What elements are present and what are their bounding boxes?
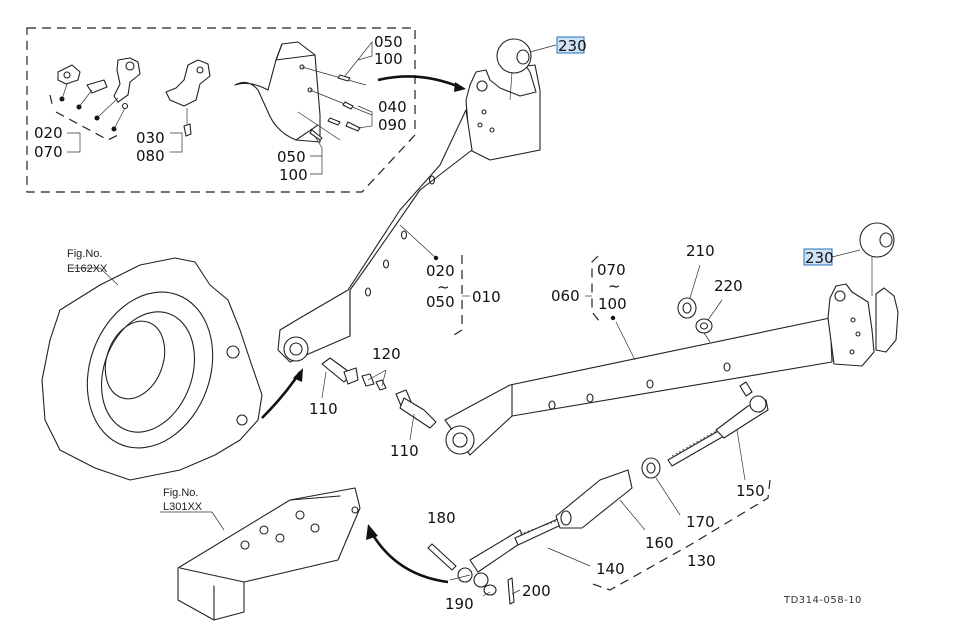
reference-arrow-housing: [261, 371, 302, 419]
svg-text:230: 230: [558, 37, 587, 55]
svg-text:230: 230: [805, 249, 834, 267]
fig-ref-l301xx: Fig.No. L301XX: [163, 487, 203, 513]
check-chain-assembly: [427, 381, 769, 605]
label-050-top: 050: [374, 33, 403, 51]
nut-210: [677, 264, 701, 319]
svg-text:Fig.No.: Fig.No.: [67, 248, 102, 260]
latch-parts-group: [49, 57, 141, 153]
label-100-arm: 100: [598, 295, 627, 313]
arrow-head-icon: [454, 82, 466, 92]
label-060: 060: [551, 287, 580, 305]
label-100-top: 100: [374, 50, 403, 68]
drawing-code: TD314-058-10: [783, 595, 862, 606]
label-020-inset: 020: [34, 124, 63, 142]
label-220: 220: [714, 277, 743, 295]
label-050-bottom: 050: [277, 148, 306, 166]
latch-assembly-group: [165, 59, 211, 153]
callout-230-right[interactable]: 230: [803, 248, 834, 267]
inset-label-group: 020 070 030 080 050 100 040 090 050 100: [34, 33, 407, 184]
label-110-a: 110: [309, 400, 338, 418]
leader-lines: [399, 224, 771, 597]
fig-ref-e162xx: Fig.No. E162XX: [67, 248, 108, 275]
reference-arrow-top: [377, 75, 463, 90]
left-lift-arm: [277, 64, 541, 363]
label-030: 030: [136, 129, 165, 147]
label-070-arm: 070: [597, 261, 626, 279]
label-040: 040: [378, 98, 407, 116]
label-200: 200: [522, 582, 551, 600]
label-210: 210: [686, 242, 715, 260]
label-120: 120: [372, 345, 401, 363]
label-070-inset: 070: [34, 143, 63, 161]
label-tilde-right: ~: [608, 277, 621, 295]
washer-220: [695, 299, 723, 343]
svg-text:Fig.No.: Fig.No.: [163, 487, 198, 499]
label-150: 150: [736, 482, 765, 500]
ball-joint-right: [831, 222, 895, 296]
arrow-head-icon: [366, 524, 378, 540]
label-140: 140: [596, 560, 625, 578]
drawbar-bracket: [160, 487, 361, 621]
svg-text:E162XX: E162XX: [67, 263, 108, 275]
hook-bracket-group: [234, 40, 373, 175]
label-090: 090: [378, 116, 407, 134]
svg-text:L301XX: L301XX: [163, 501, 203, 513]
label-100-bottom: 100: [279, 166, 308, 184]
right-lift-arm: [444, 283, 899, 456]
axle-housing: [41, 257, 263, 481]
callout-230-top[interactable]: 230: [556, 36, 587, 55]
label-050-arm: 050: [426, 293, 455, 311]
label-tilde-arm: ~: [437, 278, 450, 296]
label-160: 160: [645, 534, 674, 552]
label-180: 180: [427, 509, 456, 527]
label-010: 010: [472, 288, 501, 306]
label-110-b: 110: [390, 442, 419, 460]
ball-joint-top: [496, 38, 557, 101]
arrow-head-icon: [293, 368, 303, 382]
label-020-arm: 020: [426, 262, 455, 280]
inset-detail-box: [26, 27, 416, 193]
label-130: 130: [687, 552, 716, 570]
reference-arrow-bracket: [368, 529, 449, 584]
label-080: 080: [136, 147, 165, 165]
pin-assembly: [321, 357, 437, 441]
label-170: 170: [686, 513, 715, 531]
label-190: 190: [445, 595, 474, 613]
